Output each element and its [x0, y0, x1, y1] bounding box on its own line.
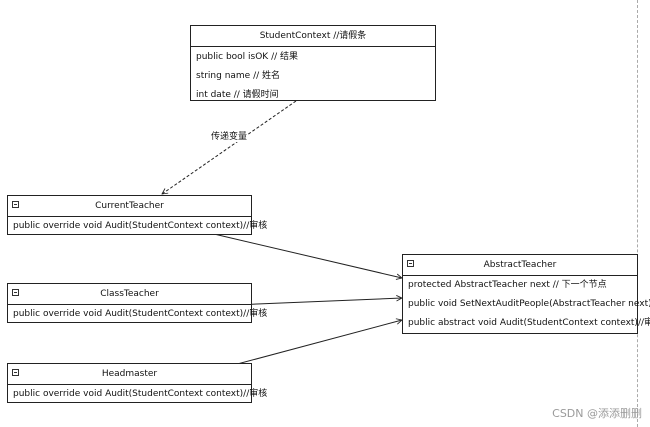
- headmaster-class[interactable]: Headmaster public override void Audit(St…: [7, 363, 268, 403]
- method-row: public override void Audit(StudentContex…: [13, 309, 268, 319]
- inheritance-arrow-current: [213, 233, 402, 278]
- collapse-icon[interactable]: [407, 260, 414, 267]
- class-title-text: ClassTeacher: [100, 289, 159, 299]
- class-title: StudentContext //请假条: [191, 26, 435, 47]
- class-title-text: CurrentTeacher: [95, 201, 164, 211]
- collapse-icon[interactable]: [12, 369, 19, 376]
- edge-label: 传递变量: [210, 129, 249, 142]
- class-title: CurrentTeacher: [8, 196, 251, 217]
- member-row: public void SetNextAuditPeople(AbstractT…: [408, 299, 650, 309]
- class-title-text: AbstractTeacher: [483, 260, 557, 270]
- student-context-class[interactable]: StudentContext //请假条 public bool isOK //…: [190, 25, 436, 101]
- method-row: public override void Audit(StudentContex…: [13, 389, 268, 399]
- field-row: public bool isOK // 结果: [196, 52, 298, 62]
- page-boundary-guide: [637, 0, 638, 427]
- class-title: ClassTeacher: [8, 284, 251, 305]
- collapse-icon[interactable]: [12, 289, 19, 296]
- class-teacher-class[interactable]: ClassTeacher public override void Audit(…: [7, 283, 268, 323]
- class-title: AbstractTeacher: [403, 255, 637, 276]
- member-row: public abstract void Audit(StudentContex…: [408, 318, 650, 328]
- dependency-arrow: [162, 100, 297, 194]
- abstract-teacher-class[interactable]: AbstractTeacher protected AbstractTeache…: [402, 254, 650, 334]
- class-title: Headmaster: [8, 364, 251, 385]
- field-row: string name // 姓名: [196, 71, 281, 81]
- current-teacher-class[interactable]: CurrentTeacher public override void Audi…: [7, 195, 268, 235]
- member-row: protected AbstractTeacher next // 下一个节点: [408, 280, 607, 290]
- field-list: public bool isOK // 结果 string name // 姓名…: [191, 47, 435, 105]
- method-row: public override void Audit(StudentContex…: [13, 221, 268, 231]
- collapse-icon[interactable]: [12, 201, 19, 208]
- field-row: int date // 请假时间: [196, 90, 279, 100]
- class-title-text: Headmaster: [101, 369, 158, 379]
- watermark: CSDN @添添删删: [552, 407, 642, 420]
